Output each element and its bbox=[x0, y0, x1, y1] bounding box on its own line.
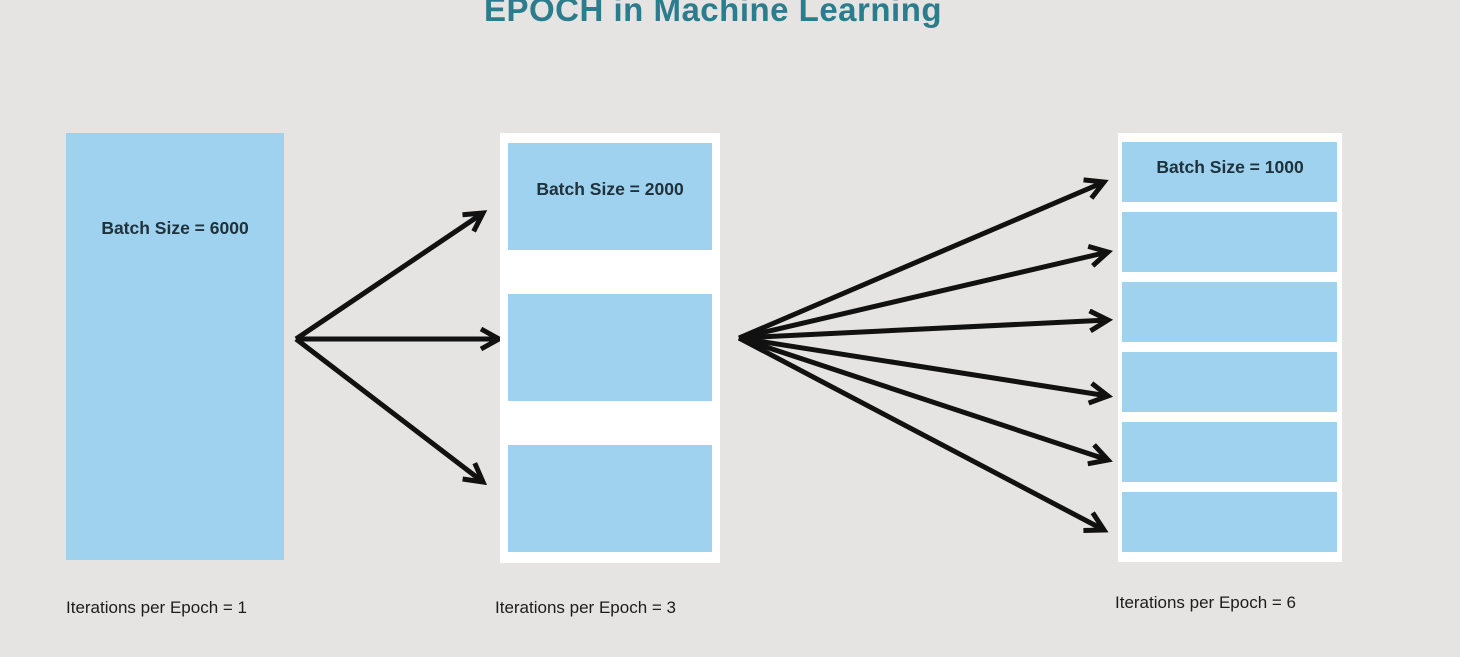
batch-block bbox=[508, 143, 712, 250]
arrow-split-6-3 bbox=[738, 320, 1108, 341]
batch-blocks bbox=[500, 133, 720, 563]
batch-blocks bbox=[66, 133, 284, 560]
iterations-label-1: Iterations per Epoch = 1 bbox=[66, 598, 247, 617]
batch-block bbox=[1122, 492, 1337, 552]
batch-block bbox=[66, 133, 284, 560]
arrow-split-3-3 bbox=[294, 337, 483, 482]
arrow-split-3-1 bbox=[294, 213, 483, 342]
iterations-label-3: Iterations per Epoch = 6 bbox=[1115, 593, 1296, 612]
batch-block bbox=[1122, 282, 1337, 342]
arrow-split-6-4 bbox=[738, 335, 1108, 396]
batch-block bbox=[508, 445, 712, 552]
diagram-title: EPOCH in Machine Learning bbox=[483, 0, 943, 28]
batch-block bbox=[1122, 422, 1337, 482]
column-batch-6000: Batch Size = 6000 bbox=[66, 133, 284, 560]
arrow-split-6-1 bbox=[738, 182, 1104, 341]
batch-block bbox=[1122, 352, 1337, 412]
batch-block bbox=[508, 294, 712, 401]
batch-block bbox=[1122, 142, 1337, 202]
arrow-split-6-6 bbox=[737, 335, 1104, 530]
column-batch-2000: Batch Size = 2000 bbox=[500, 133, 720, 563]
arrow-split-6-5 bbox=[738, 335, 1108, 460]
batch-block bbox=[1122, 212, 1337, 272]
batch-blocks bbox=[1118, 133, 1342, 562]
column-batch-1000: Batch Size = 1000 bbox=[1118, 133, 1342, 562]
iterations-label-2: Iterations per Epoch = 3 bbox=[495, 598, 676, 617]
arrow-split-6-2 bbox=[738, 252, 1108, 341]
